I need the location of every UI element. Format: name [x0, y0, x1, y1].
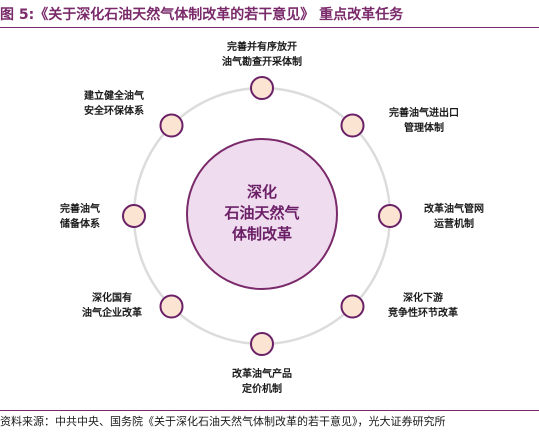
- node-label-line: 完善油气: [60, 204, 100, 215]
- node-label-safety: 建立健全油气 安全环保体系: [66, 89, 162, 119]
- node-circle-safety: [159, 113, 184, 138]
- source-rule: [0, 410, 539, 411]
- node-label-line: 完善并有序放开: [227, 42, 297, 53]
- node-circle-exploration: [250, 76, 274, 100]
- node-circle-pipeline: [378, 204, 402, 228]
- node-label-downstream: 深化下游 竞争性环节改革: [370, 291, 476, 321]
- node-label-line: 深化国有: [92, 293, 132, 304]
- node-label-line: 安全环保体系: [84, 106, 144, 117]
- center-line-3: 体制改革: [231, 225, 292, 243]
- source-note: 资料来源：中共中央、国务院《关于深化石油天然气体制改革的若干意见》，光大证券研究…: [0, 415, 446, 428]
- node-label-import-export: 完善油气进出口 管理体制: [376, 106, 472, 136]
- node-label-pricing: 改革油气产品 定价机制: [218, 367, 306, 397]
- node-circle-pricing: [250, 332, 274, 356]
- center-circle: [186, 138, 338, 290]
- node-circle-downstream: [340, 294, 365, 319]
- center-line-1: 深化: [246, 183, 277, 201]
- node-label-line: 深化下游: [403, 293, 443, 304]
- node-label-line: 运营机制: [434, 219, 474, 230]
- node-circle-soe-reform: [159, 294, 184, 319]
- node-label-exploration: 完善并有序放开 油气勘查开采体制: [210, 40, 314, 70]
- node-label-line: 建立健全油气: [84, 91, 144, 102]
- node-label-line: 竞争性环节改革: [388, 308, 458, 319]
- node-label-reserve: 完善油气 储备体系: [42, 202, 118, 232]
- node-label-line: 完善油气进出口: [389, 108, 459, 119]
- node-circle-reserve: [122, 204, 146, 228]
- node-label-soe-reform: 深化国有 油气企业改革: [66, 291, 158, 321]
- node-label-line: 油气企业改革: [82, 308, 142, 319]
- node-circle-import-export: [340, 113, 365, 138]
- node-label-line: 定价机制: [242, 384, 282, 395]
- node-label-line: 油气勘查开采体制: [222, 57, 302, 68]
- title-rule: [0, 27, 539, 28]
- node-label-line: 储备体系: [60, 219, 100, 230]
- node-label-line: 改革油气管网: [424, 204, 484, 215]
- center-line-2: 石油天然气: [224, 204, 300, 222]
- node-label-line: 改革油气产品: [232, 369, 292, 380]
- center-label: 深化 石油天然气 体制改革: [188, 182, 336, 245]
- node-label-line: 管理体制: [404, 123, 444, 134]
- figure-title: 图 5:《关于深化石油天然气体制改革的若干意见》 重点改革任务: [0, 7, 404, 23]
- node-label-pipeline: 改革油气管网 运营机制: [412, 202, 496, 232]
